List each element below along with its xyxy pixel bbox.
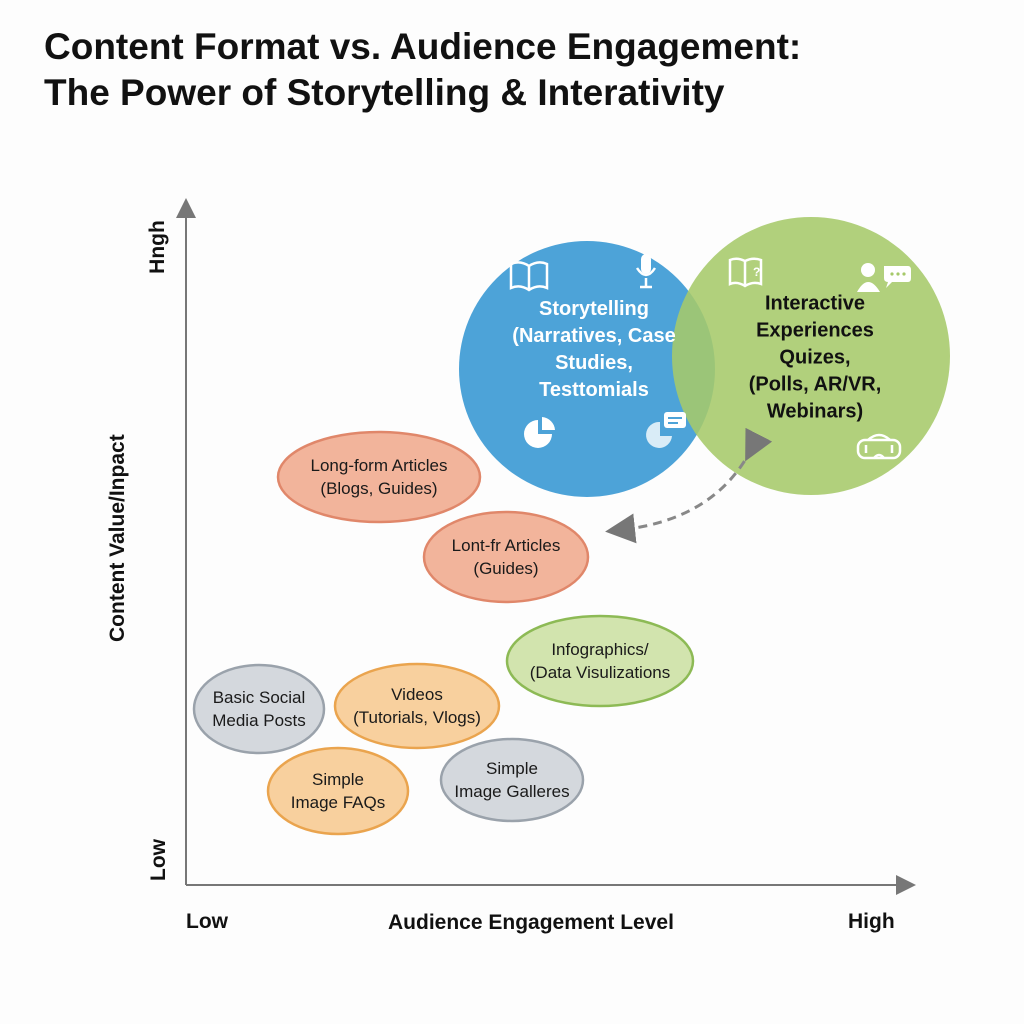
format-label-line: Videos bbox=[391, 685, 443, 704]
circle-line: (Polls, AR/VR, bbox=[748, 373, 882, 396]
title-line-2: The Power of Storytelling & Interativity bbox=[44, 72, 725, 113]
x-axis-label: Audience Engagement Level bbox=[388, 911, 674, 934]
book-question-icon: ? bbox=[728, 257, 763, 288]
interactive-circle bbox=[672, 217, 950, 495]
circle-line: Quizes, bbox=[779, 346, 851, 369]
chart-comment-icon bbox=[646, 412, 686, 448]
user-chat-icon bbox=[857, 263, 911, 292]
format-ellipse bbox=[505, 614, 695, 708]
format-label-line: Simple bbox=[312, 770, 364, 789]
y-axis-low: Low bbox=[147, 839, 170, 881]
format-label-line: Basic Social bbox=[212, 688, 306, 707]
storytelling-label: Storytelling (Narratives, Case Studies, … bbox=[512, 296, 675, 404]
format-label-line: Lont-fr Articles bbox=[451, 536, 561, 555]
interactive-label: Interactive Experiences Quizes, (Polls, … bbox=[749, 291, 882, 426]
circle-line: Testtomials bbox=[539, 379, 649, 401]
format-label-line: (Data Visulizations bbox=[529, 663, 671, 682]
circle-line: Studies, bbox=[555, 352, 633, 374]
circle-line: Experiences bbox=[756, 319, 874, 342]
format-ellipse bbox=[276, 430, 482, 524]
format-ellipse bbox=[192, 663, 326, 755]
x-axis-high: High bbox=[848, 910, 895, 933]
format-label-line: Infographics/ bbox=[551, 640, 649, 659]
format-ellipse bbox=[422, 510, 590, 604]
circle-line: (Narratives, Case bbox=[512, 325, 676, 347]
format-label: Lont-fr Articles (Guides) bbox=[452, 534, 561, 580]
svg-text:?: ? bbox=[753, 265, 760, 279]
format-ellipse bbox=[439, 737, 585, 823]
dashed-arrow bbox=[605, 427, 773, 544]
pie-chart-icon bbox=[524, 417, 555, 448]
open-book-icon bbox=[509, 261, 549, 292]
x-axis-low: Low bbox=[186, 910, 228, 933]
format-label-line: Simple bbox=[486, 759, 538, 778]
format-ellipse bbox=[333, 662, 501, 750]
vr-headset-icon bbox=[856, 433, 902, 460]
diagram-title: Content Format vs. Audience Engagement: … bbox=[44, 24, 801, 116]
format-ellipse bbox=[266, 746, 410, 836]
circle-line: Webinars) bbox=[766, 400, 864, 423]
format-label-line: Media Posts bbox=[212, 711, 306, 730]
format-label-line: Image Galleres bbox=[454, 782, 570, 801]
microphone-icon bbox=[635, 254, 657, 289]
circle-line: Storytelling bbox=[538, 298, 649, 320]
format-label: Videos (Tutorials, Vlogs) bbox=[353, 683, 481, 729]
format-label: Infographics/ (Data Visulizations bbox=[530, 638, 670, 684]
format-label-line: Long-form Articles bbox=[310, 456, 448, 475]
format-label-line: (Blogs, Guides) bbox=[320, 479, 438, 498]
format-label-line: (Tutorials, Vlogs) bbox=[353, 708, 481, 727]
y-axis-high: Hngh bbox=[146, 220, 169, 274]
y-axis-label: Content Value/Inpact bbox=[106, 434, 129, 642]
circle-line: Interactive bbox=[764, 292, 866, 315]
format-label: Long-form Articles (Blogs, Guides) bbox=[311, 454, 448, 500]
title-line-1: Content Format vs. Audience Engagement: bbox=[44, 26, 802, 67]
format-label-line: (Guides) bbox=[473, 559, 539, 578]
format-label-line: Image FAQs bbox=[290, 793, 386, 812]
